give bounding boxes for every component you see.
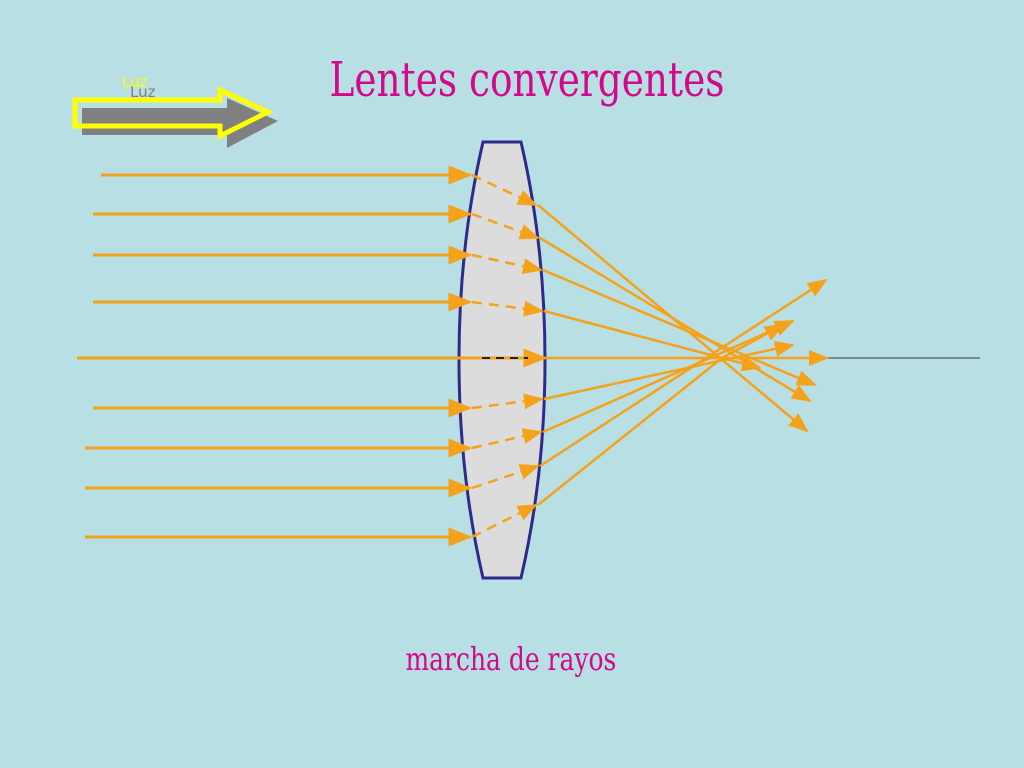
internal-ray <box>471 173 538 207</box>
nav-arrow-label: Luz <box>122 73 148 91</box>
next-slide-arrow-icon[interactable]: Luz Luz <box>72 73 278 148</box>
refracted-ray <box>721 323 785 360</box>
nav-arrow-label-shadow: Luz <box>130 83 156 101</box>
refracted-ray <box>539 278 828 468</box>
slide-title: Lentes convergentes <box>329 52 725 108</box>
refracted-ray <box>537 357 723 506</box>
convergent-lens <box>457 140 547 580</box>
refracted-ray <box>542 319 795 434</box>
refracted-ray <box>542 268 817 387</box>
internal-ray <box>471 212 540 240</box>
slide-caption: marcha de rayos <box>405 640 617 678</box>
nav-arrow-shadow <box>82 98 278 148</box>
internal-rays <box>471 173 544 539</box>
internal-ray <box>471 464 540 490</box>
refracted-ray <box>543 340 795 401</box>
incident-rays <box>77 165 548 547</box>
internal-ray <box>471 300 544 317</box>
refracted-rays <box>537 204 829 506</box>
internal-ray <box>471 253 543 274</box>
internal-ray <box>471 503 538 539</box>
internal-ray <box>471 428 543 450</box>
nav-arrow-body <box>72 86 274 141</box>
internal-ray <box>471 393 544 410</box>
refracted-ray <box>539 236 812 403</box>
